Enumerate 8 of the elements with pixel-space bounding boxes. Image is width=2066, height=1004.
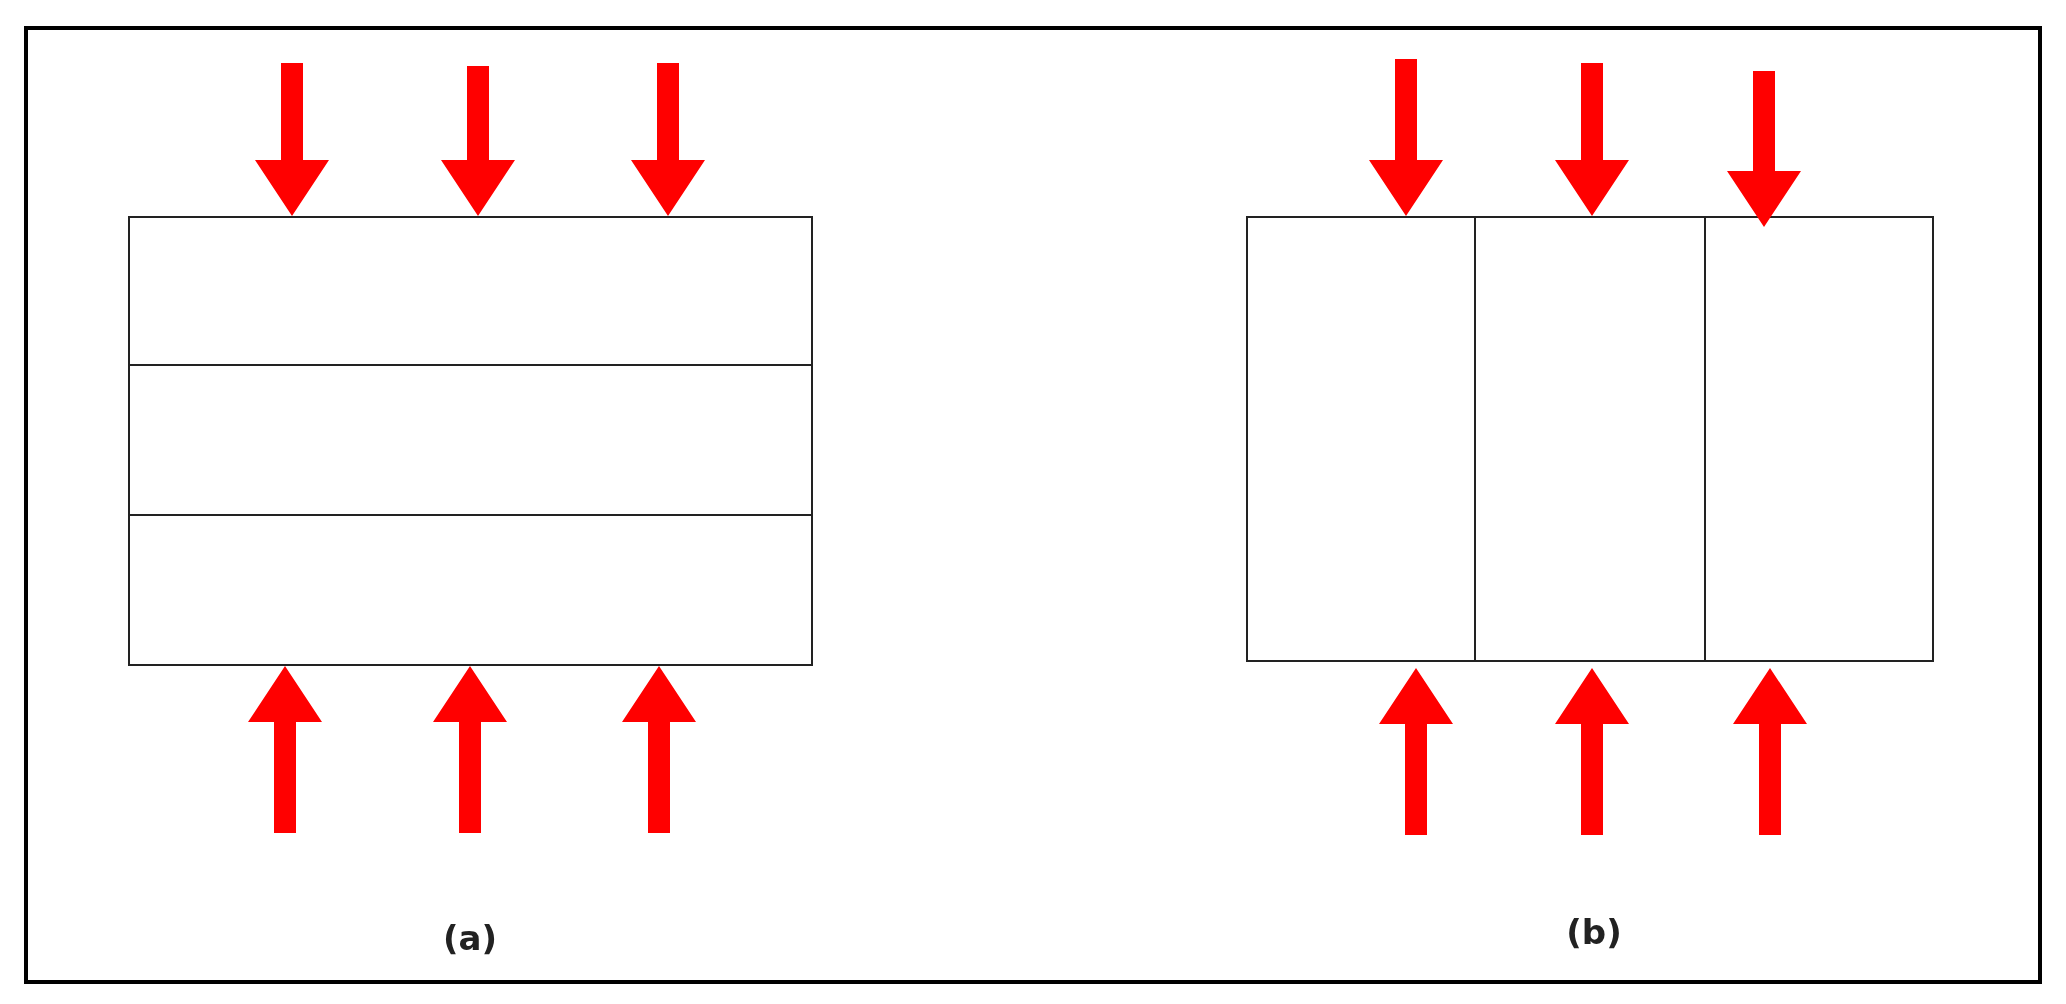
layer-box (1474, 216, 1706, 662)
panel-label: (b) (1566, 912, 1622, 952)
layer-box (128, 216, 813, 366)
layer-box (128, 364, 813, 516)
layer-box (1704, 216, 1934, 662)
layer-box (128, 514, 813, 666)
panel-label: (a) (443, 918, 497, 958)
layer-box (1246, 216, 1476, 662)
